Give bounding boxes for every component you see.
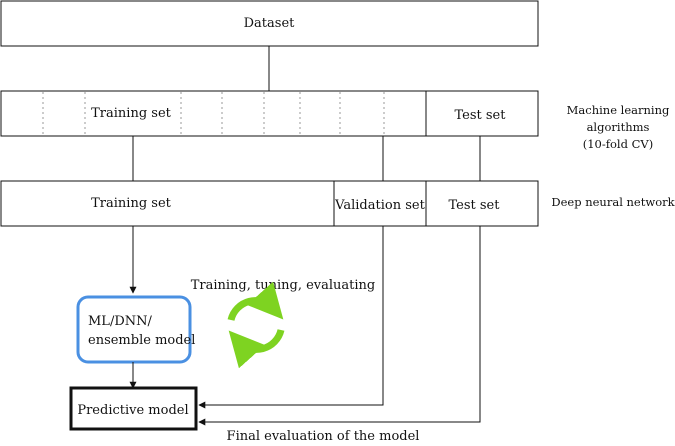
cv-fold-dividers xyxy=(42,92,385,135)
row2-test-label: Test set xyxy=(449,198,501,213)
dnn-side-label: Deep neural network xyxy=(551,195,675,209)
ml-side-label-2: algorithms xyxy=(587,120,650,134)
row2-validation-label: Validation set xyxy=(334,198,425,213)
refresh-cycle-icon xyxy=(227,281,285,369)
arrow-test-to-predictive xyxy=(198,226,481,426)
predictive-model-box: Predictive model xyxy=(69,386,198,431)
row1-training-label: Training set xyxy=(91,106,172,121)
model-box-line2: ensemble model xyxy=(88,333,195,348)
dataset-label: Dataset xyxy=(244,16,296,31)
row2-training-label: Training set xyxy=(91,196,172,211)
ml-side-label-3: (10-fold CV) xyxy=(583,137,653,151)
model-box-line1: ML/DNN/ xyxy=(88,314,152,329)
row1-test-label: Test set xyxy=(455,108,507,123)
predictive-label: Predictive model xyxy=(77,403,188,418)
model-box: ML/DNN/ ensemble model xyxy=(76,295,195,364)
final-evaluation-label: Final evaluation of the model xyxy=(227,429,420,441)
dataset-box: Dataset xyxy=(0,0,539,47)
row2-split: Training set Validation set Test set xyxy=(0,180,539,227)
arrow-validation-to-predictive xyxy=(198,226,384,409)
row1-split: Training set Test set xyxy=(0,90,539,137)
loop-label: Training, tuning, evaluating xyxy=(191,278,376,293)
ml-side-label-1: Machine learning xyxy=(567,103,670,117)
